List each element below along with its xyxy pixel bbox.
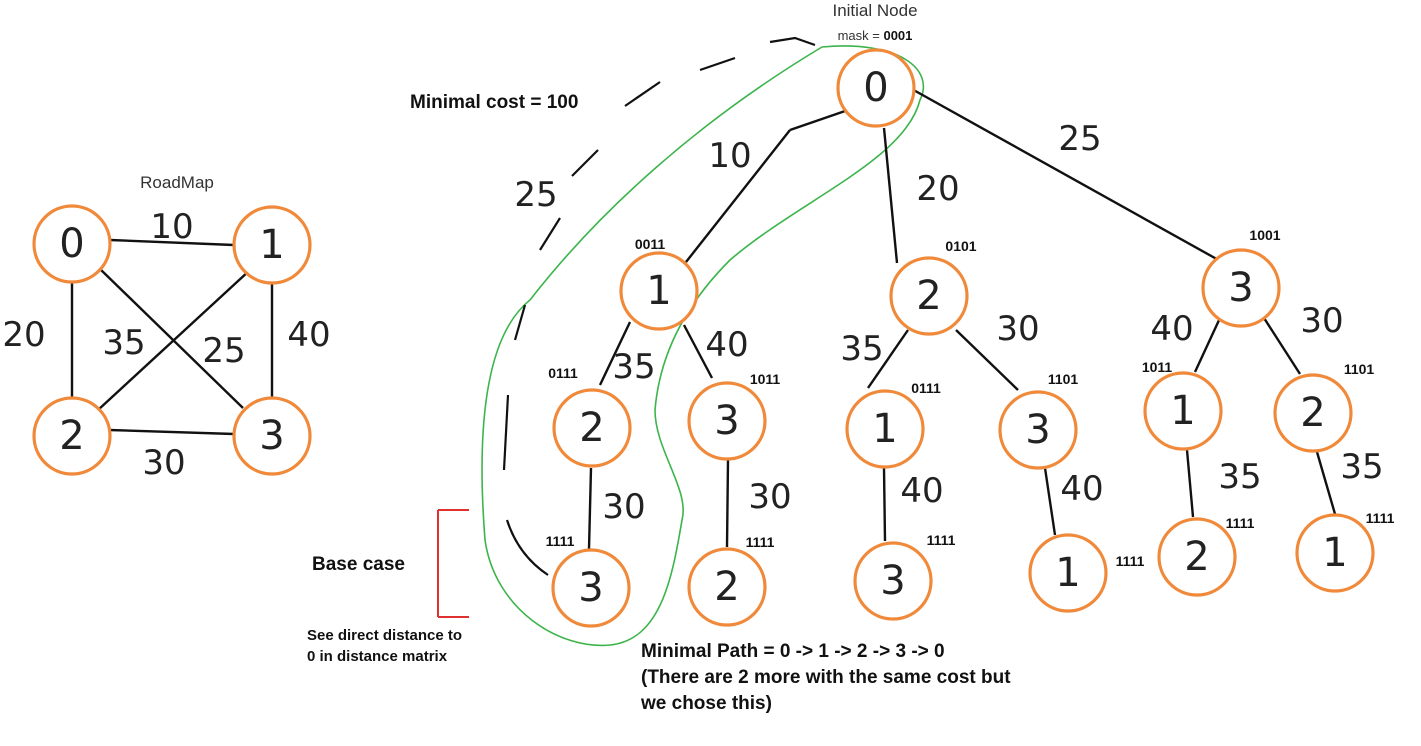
tree-weight-leaf-4: 40	[1060, 469, 1103, 509]
roadmap-node-3: 3	[232, 396, 312, 476]
tree-weight-leaf-1: 30	[602, 487, 645, 527]
svg-text:2: 2	[1300, 390, 1325, 436]
svg-text:0: 0	[863, 65, 888, 111]
mask-l3-4: 1111	[1116, 553, 1145, 569]
roadmap-weight-0-3: 25	[202, 331, 245, 371]
roadmap-title: RoadMap	[140, 173, 214, 192]
mask-l1-3: 1001	[1249, 227, 1280, 243]
tree-weight-3-2: 30	[1300, 301, 1343, 341]
tree-node-l3-4: 1	[1028, 533, 1108, 613]
base-case-note-line-2: 0 in distance matrix	[307, 648, 448, 665]
roadmap-edge-0-1	[109, 238, 235, 247]
tree-node-l1-2: 2	[889, 256, 969, 336]
mask-l3-5: 1111	[1226, 515, 1255, 531]
root-mask: mask = 0001	[838, 28, 913, 43]
tree-weight-leaf-6: 35	[1340, 447, 1383, 487]
base-case-bracket	[437, 509, 469, 618]
minimal-path-label: Minimal Path = 0 -> 1 -> 2 -> 3 -> 0	[641, 641, 945, 662]
tree-weight-leaf-2: 30	[748, 477, 791, 517]
tree-node-l3-2: 2	[687, 547, 767, 627]
root-title: Initial Node	[832, 1, 917, 20]
roadmap-edge-2-3	[108, 428, 235, 436]
mask-l3-6: 1111	[1366, 510, 1395, 526]
tree-edges	[587, 86, 1337, 550]
tree-node-l3-6: 1	[1295, 513, 1375, 593]
tree-node-l1-3: 3	[1201, 248, 1281, 328]
tree-node-l2-3: 1	[845, 389, 925, 469]
tree-weight-1-2: 35	[612, 347, 655, 387]
mask-l1-2: 0101	[945, 238, 976, 254]
svg-text:1: 1	[1055, 550, 1080, 596]
mask-l1-1: 0011	[635, 236, 666, 252]
return-weight: 25	[514, 175, 557, 215]
tree-weight-0-2: 20	[916, 169, 959, 209]
tree-node-l3-3: 3	[853, 541, 933, 621]
tree-node-l1-1: 1	[619, 251, 699, 331]
roadmap-edge-1-2	[97, 269, 251, 411]
svg-text:2: 2	[59, 413, 84, 459]
roadmap-weight-2-3: 30	[142, 443, 185, 483]
svg-text:2: 2	[916, 273, 941, 319]
base-case-note-line-1: See direct distance to	[307, 627, 462, 644]
tree-weight-2-1: 35	[840, 329, 883, 369]
tree-weight-0-1: 10	[708, 136, 751, 176]
roadmap-graph: RoadMap 10 20 35 25 40 30 0 1 2 3	[2, 173, 330, 483]
svg-text:3: 3	[259, 413, 284, 459]
svg-text:3: 3	[714, 398, 739, 444]
roadmap-edge-0-3	[98, 267, 244, 409]
svg-text:3: 3	[1228, 265, 1253, 311]
mask-l2-3: 0111	[911, 380, 941, 396]
mask-l3-1: 1111	[546, 533, 575, 549]
mask-l2-5: 1011	[1142, 359, 1173, 375]
tree-root-node: 0	[836, 48, 916, 128]
svg-text:3: 3	[1025, 407, 1050, 453]
tree-weight-1-3: 40	[705, 325, 748, 365]
tree-weight-leaf-3: 40	[900, 471, 943, 511]
minimal-path-note-line-1: (There are 2 more with the same cost but	[641, 667, 1011, 688]
tree-node-l2-4: 3	[998, 390, 1078, 470]
mask-l2-4: 1101	[1048, 371, 1079, 387]
tree-weight-leaf-5: 35	[1218, 457, 1261, 497]
tree-weight-0-3: 25	[1058, 119, 1101, 159]
mask-l3-2: 1111	[746, 534, 775, 550]
tree-node-l3-1: 3	[551, 548, 631, 628]
mask-l2-2: 1011	[750, 371, 781, 387]
roadmap-weight-1-3: 40	[287, 315, 330, 355]
return-edge-dashes	[502, 36, 816, 576]
tree-node-l2-5: 1	[1143, 371, 1223, 451]
roadmap-node-0: 0	[32, 204, 112, 284]
roadmap-weight-1-2: 35	[102, 323, 145, 363]
tree-node-l2-2: 3	[687, 381, 767, 461]
svg-text:1: 1	[872, 406, 897, 452]
tree-weight-3-1: 40	[1150, 309, 1193, 349]
minimal-cost-label: Minimal cost = 100	[410, 92, 578, 113]
svg-text:1: 1	[646, 268, 671, 314]
roadmap-node-2: 2	[32, 396, 112, 476]
mask-l3-3: 1111	[927, 532, 956, 548]
roadmap-weight-0-1: 10	[150, 207, 193, 247]
svg-text:2: 2	[1184, 534, 1209, 580]
svg-text:3: 3	[578, 565, 603, 611]
roadmap-weight-0-2: 20	[2, 315, 45, 355]
mask-l2-6: 1101	[1344, 361, 1375, 377]
svg-text:1: 1	[1322, 530, 1347, 576]
svg-text:0: 0	[59, 221, 84, 267]
svg-text:1: 1	[1170, 388, 1195, 434]
svg-text:2: 2	[714, 564, 739, 610]
minimal-path-highlight	[481, 45, 925, 647]
minimal-path-note-line-2: we chose this)	[640, 693, 772, 714]
svg-text:1: 1	[259, 222, 284, 268]
roadmap-node-1: 1	[232, 205, 312, 285]
base-case-label: Base case	[312, 554, 405, 575]
tree-node-l3-5: 2	[1157, 517, 1237, 597]
svg-text:3: 3	[880, 558, 905, 604]
svg-text:2: 2	[579, 405, 604, 451]
mask-l2-1: 0111	[548, 365, 578, 381]
tree-node-l2-6: 2	[1273, 373, 1353, 453]
tree-weight-2-3: 30	[996, 309, 1039, 349]
tree-node-l2-1: 2	[552, 388, 632, 468]
